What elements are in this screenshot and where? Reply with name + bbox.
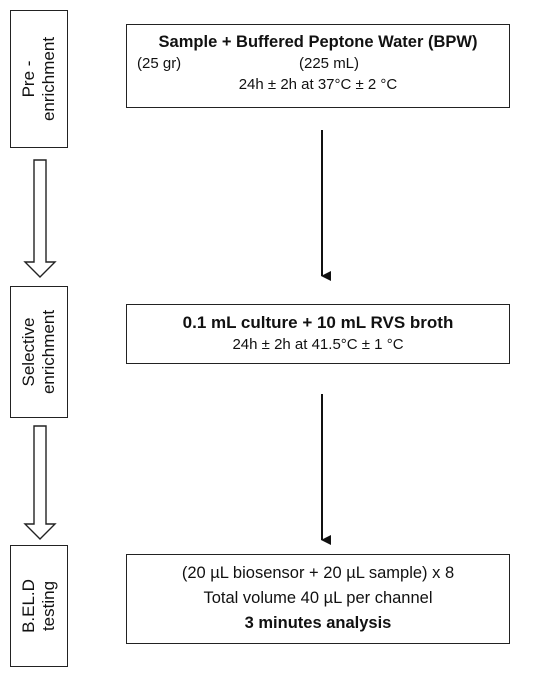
pre-enrichment-box: Sample + Buffered Peptone Water (BPW) (2…: [126, 24, 510, 108]
pre-enrichment-condition: 24h ± 2h at 37°C ± 2 °C: [238, 76, 398, 93]
pre-enrichment-title: Sample + Buffered Peptone Water (BPW): [158, 33, 478, 51]
sample-amount: (25 gr): [137, 55, 182, 72]
hollow-arrow-pre-to-selective: [23, 159, 57, 278]
testing-box: (20 µL biosensor + 20 µL sample) x 8 Tot…: [126, 554, 510, 644]
stage-label-pre-enrichment: Pre - enrichment: [10, 10, 68, 148]
testing-line-3: 3 minutes analysis: [244, 614, 392, 632]
stage-label-beld-testing: B.EL.D testing: [10, 545, 68, 667]
testing-line-1: (20 µL biosensor + 20 µL sample) x 8: [181, 564, 455, 582]
selective-enrichment-box: 0.1 mL culture + 10 mL RVS broth 24h ± 2…: [126, 304, 510, 364]
hollow-arrow-selective-to-testing: [23, 425, 57, 540]
selective-enrichment-title: 0.1 mL culture + 10 mL RVS broth: [182, 313, 454, 332]
bpw-amount: (225 mL): [299, 55, 360, 72]
selective-enrichment-condition: 24h ± 2h at 41.5°C ± 1 °C: [232, 336, 404, 353]
pre-enrichment-amounts: (25 gr) (225 mL): [127, 53, 509, 75]
testing-line-2: Total volume 40 µL per channel: [203, 589, 433, 607]
stage-label-selective-enrichment: Selective enrichment: [10, 286, 68, 418]
